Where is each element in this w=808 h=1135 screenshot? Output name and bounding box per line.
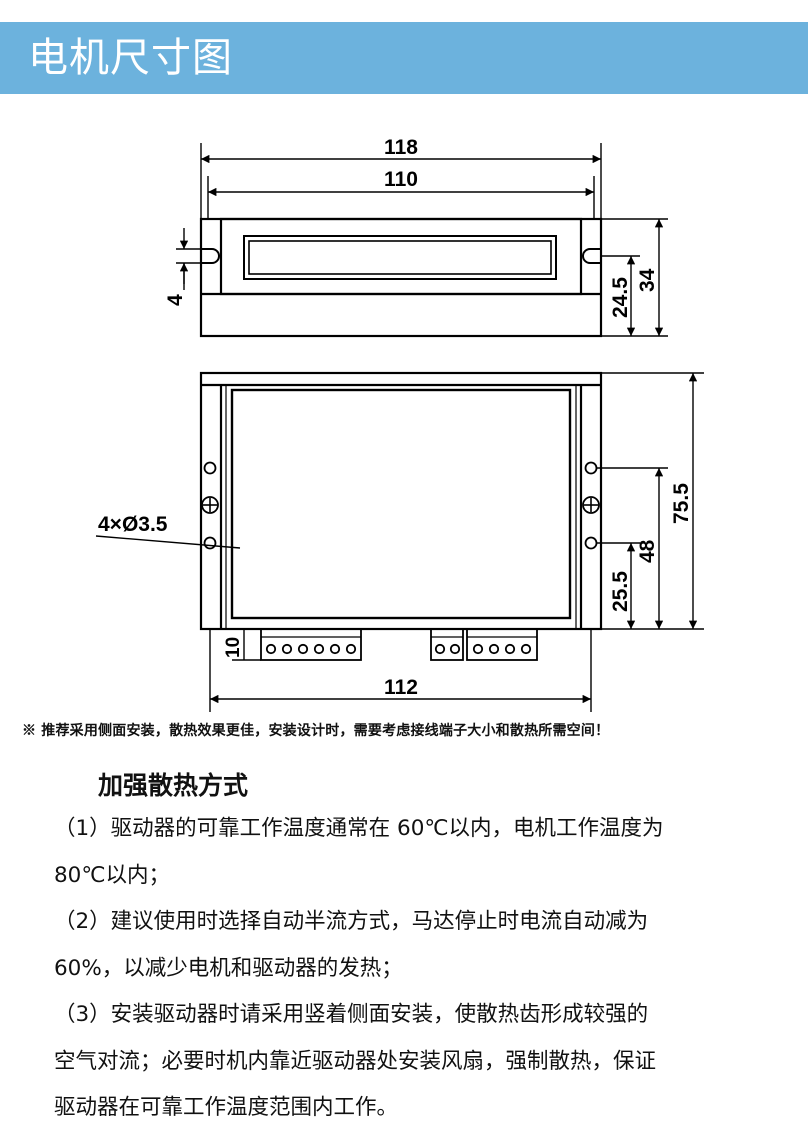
page-title: 电机尺寸图 (28, 35, 233, 81)
dim-4 (176, 228, 201, 290)
hole-left-top (203, 461, 217, 475)
title-banner: 电机尺寸图 (0, 22, 808, 94)
dim-label-4: 4 (164, 294, 187, 306)
dim-label-118: 118 (384, 136, 418, 159)
dim-48 (597, 467, 668, 629)
hole-left-bottom (203, 536, 217, 550)
dim-label-34: 34 (636, 268, 659, 292)
dim-24-5 (601, 218, 668, 337)
dim-75-5 (601, 372, 704, 630)
dim-label-24-5: 24.5 (609, 277, 632, 318)
hole-callout-label: 4×Ø3.5 (98, 513, 168, 536)
front-view-panel (230, 388, 572, 620)
dim-label-10: 10 (223, 637, 244, 658)
cooling-line: （3）安装驱动器时请采用竖着侧面安装，使散热齿形成较强的 (54, 1002, 649, 1027)
top-view-frame (219, 217, 583, 296)
dim-label-110: 110 (384, 168, 418, 191)
front-view (199, 371, 603, 631)
cooling-line: （2）建议使用时选择自动半流方式，马达停止时电流自动减为 (54, 909, 649, 934)
installation-note: ※ 推荐采用侧面安装，散热效果更佳，安装设计时，需要考虑接线端子大小和散热所需空… (22, 723, 610, 739)
dim-label-48: 48 (636, 539, 659, 563)
dim-label-25-5: 25.5 (609, 571, 632, 612)
dim-label-75-5: 75.5 (670, 483, 693, 524)
hole-callout (95, 535, 241, 549)
cooling-line: 60%，以减少电机和驱动器的发热； (54, 955, 403, 981)
screw-left (201, 496, 219, 514)
cooling-line: 空气对流；必要时机内靠近驱动器处安装风扇，强制散热，保证 (54, 1048, 657, 1074)
dim-118 (200, 143, 602, 219)
dim-112 (209, 629, 592, 712)
dim-10 (232, 628, 261, 661)
dim-label-112: 112 (384, 676, 418, 699)
cooling-paragraph: （1）驱动器的可靠工作温度通常在 60℃以内，电机工作温度为 80℃以内； （2… (54, 806, 754, 1132)
top-view-window (243, 235, 557, 280)
terminal-block-right (466, 628, 538, 661)
cooling-line: 80℃以内； (54, 862, 171, 888)
cooling-line: （1）驱动器的可靠工作温度通常在 60℃以内，电机工作温度为 (54, 816, 664, 841)
dim-25-5 (597, 542, 640, 629)
dimension-drawing: 118 110 4 24.5 34 (95, 136, 704, 712)
dim-110 (207, 176, 595, 219)
hole-right-bottom (584, 536, 598, 550)
front-view-body (199, 371, 603, 631)
hole-right-top (584, 461, 598, 475)
screw-right (582, 496, 600, 514)
cooling-heading: 加强散热方式 (98, 771, 249, 800)
terminal-block-middle (430, 628, 464, 661)
slot-right (582, 248, 601, 264)
top-view (199, 217, 603, 338)
cooling-line: 驱动器在可靠工作温度范围内工作。 (54, 1095, 399, 1120)
slot-left (201, 248, 220, 264)
terminal-block-left (260, 628, 362, 661)
